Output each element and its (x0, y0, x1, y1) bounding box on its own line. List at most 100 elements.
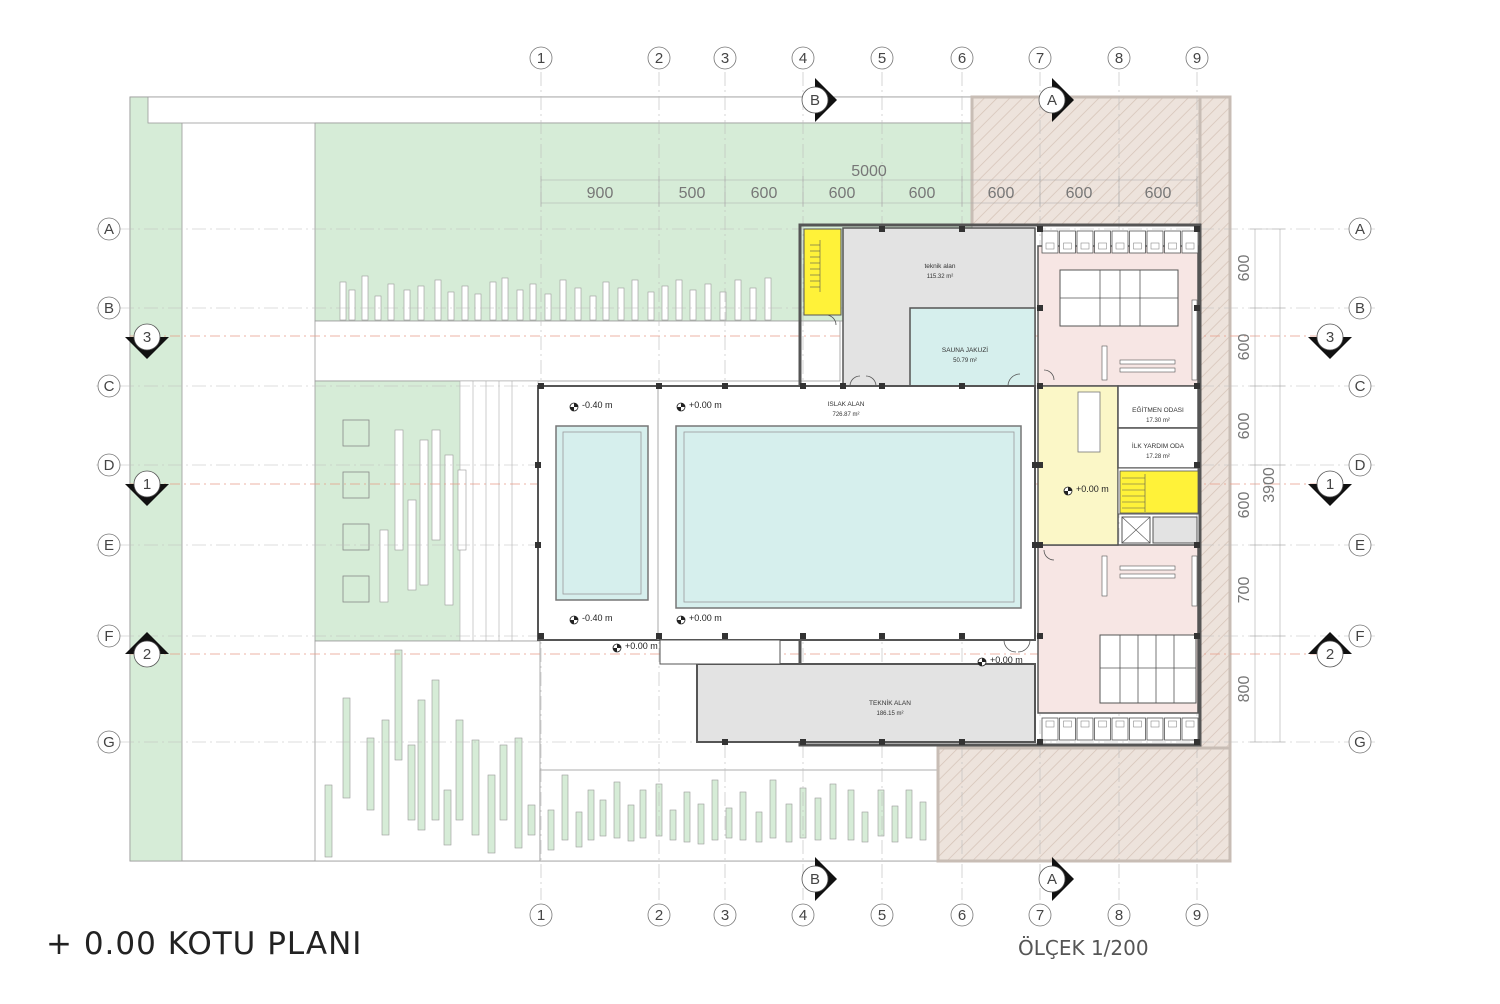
level-marker: -0.40 m (569, 400, 613, 412)
grid-col-label: 8 (1115, 50, 1123, 67)
building (535, 223, 1202, 747)
grid-col-label: 4 (799, 50, 807, 67)
landscape-bar (514, 737, 523, 849)
dim-horizontal: 600 (909, 185, 936, 202)
grid-row-label: D (104, 457, 115, 474)
grid-bubble-row: E (97, 533, 121, 557)
landscape-bar (631, 279, 639, 321)
level-marker: +0.00 m (977, 655, 1023, 667)
grid-row-label: C (104, 378, 115, 395)
grid-bubble-col: 4 (791, 46, 815, 70)
grid-bubble-row: C (1348, 374, 1372, 398)
landscape-bar (544, 293, 552, 321)
landscape-bar (529, 283, 537, 321)
section-mark-horizontal: 2 (125, 632, 169, 668)
landscape-bar (457, 469, 467, 551)
dim-vertical: 800 (1236, 676, 1253, 703)
landscape-planter (342, 471, 370, 499)
landscape-bar (516, 289, 524, 321)
room-technical-bottom (696, 663, 1036, 743)
room-instructor (1117, 385, 1199, 429)
room-area-wet-hall: 726.87 m² (832, 412, 859, 418)
dim-horizontal: 600 (829, 185, 856, 202)
landscape-bar (669, 809, 677, 841)
structural-column (879, 383, 885, 389)
scale-label: ÖLÇEK 1/200 (1018, 936, 1149, 960)
page-title: + 0.00 KOTU PLANI (46, 926, 363, 962)
section-label: 1 (143, 476, 151, 493)
changing-cabin (1041, 717, 1059, 741)
landscape-bar (361, 275, 369, 321)
grid-bubble-col: 8 (1107, 903, 1131, 927)
landscape-bar (749, 287, 757, 321)
landscape-bar (755, 811, 763, 843)
changing-cabin (1059, 230, 1076, 254)
section-label: B (810, 92, 820, 109)
hatched-zone-right (1198, 95, 1232, 863)
section-mark-horizontal: 3 (125, 323, 169, 359)
landscape-bar (711, 779, 719, 841)
grid-bubble-row: F (97, 624, 121, 648)
landscape-bar (489, 281, 497, 321)
grid-col-label: 2 (655, 907, 663, 924)
room-label-first-aid: İLK YARDIM ODA (1132, 441, 1185, 450)
grid-col-label: 7 (1036, 907, 1044, 924)
structural-column (722, 633, 728, 639)
landscape-bar (561, 774, 569, 841)
room-label-technical-top: teknik alan (924, 263, 955, 270)
landscape-bar (403, 289, 411, 321)
landscape-bar (366, 737, 375, 811)
landscape-bar (891, 805, 899, 843)
grid-row-label: B (104, 300, 114, 317)
structural-column (1032, 542, 1038, 548)
grid-col-label: 9 (1193, 50, 1201, 67)
dim-vertical: 600 (1236, 255, 1253, 282)
structural-column (538, 383, 544, 389)
structural-column (722, 739, 728, 745)
grid-bubble-row: B (97, 296, 121, 320)
grid-bubble-col: 1 (529, 903, 553, 927)
hatched-zone-bottom (936, 746, 1232, 863)
landscape-bar (461, 285, 469, 321)
changing-cabin (1129, 230, 1146, 254)
changing-cabin (1146, 717, 1164, 741)
structural-column (535, 542, 541, 548)
section-mark-vertical: B (801, 857, 837, 901)
landscape-bar (559, 279, 567, 321)
landscape-bar (877, 789, 885, 837)
dim-vertical: 700 (1236, 577, 1253, 604)
grid-bubble-col: 9 (1185, 46, 1209, 70)
landscape-bar (675, 279, 683, 321)
section-label: A (1047, 871, 1057, 888)
landscape-bar (689, 289, 697, 321)
structural-column (1037, 739, 1043, 745)
dim-overall-vertical: 3900 (1261, 467, 1278, 503)
level-text: +0.00 m (689, 613, 722, 623)
grid-row-label: F (1355, 628, 1364, 645)
pool-small (555, 425, 649, 601)
structural-column (959, 226, 965, 232)
room-area-technical-top: 115.32 m² (927, 274, 954, 280)
section-mark-vertical: A (1038, 857, 1074, 901)
grid-col-label: 6 (958, 907, 966, 924)
section-label: 2 (1326, 646, 1334, 663)
structural-column (1037, 383, 1043, 389)
section-label: 3 (1326, 329, 1334, 346)
dim-horizontal: 500 (679, 185, 706, 202)
hatched-zone-top (970, 95, 1232, 227)
landscape-bar (575, 811, 583, 848)
grid-bubble-row: D (97, 453, 121, 477)
landscape-bar (861, 811, 869, 843)
landscape-bar (394, 649, 403, 761)
landscape-bar (719, 291, 727, 321)
grid-row-label: G (1354, 734, 1366, 751)
grid-col-label: 8 (1115, 907, 1123, 924)
room-area-instructor: 17.30 m² (1146, 418, 1170, 424)
landscape-bar (455, 719, 464, 821)
changing-cabin (1059, 717, 1076, 741)
grid-row-label: F (104, 628, 113, 645)
grid-col-label: 1 (537, 907, 545, 924)
changing-cabin (1076, 230, 1094, 254)
landscape-bar (627, 804, 635, 842)
